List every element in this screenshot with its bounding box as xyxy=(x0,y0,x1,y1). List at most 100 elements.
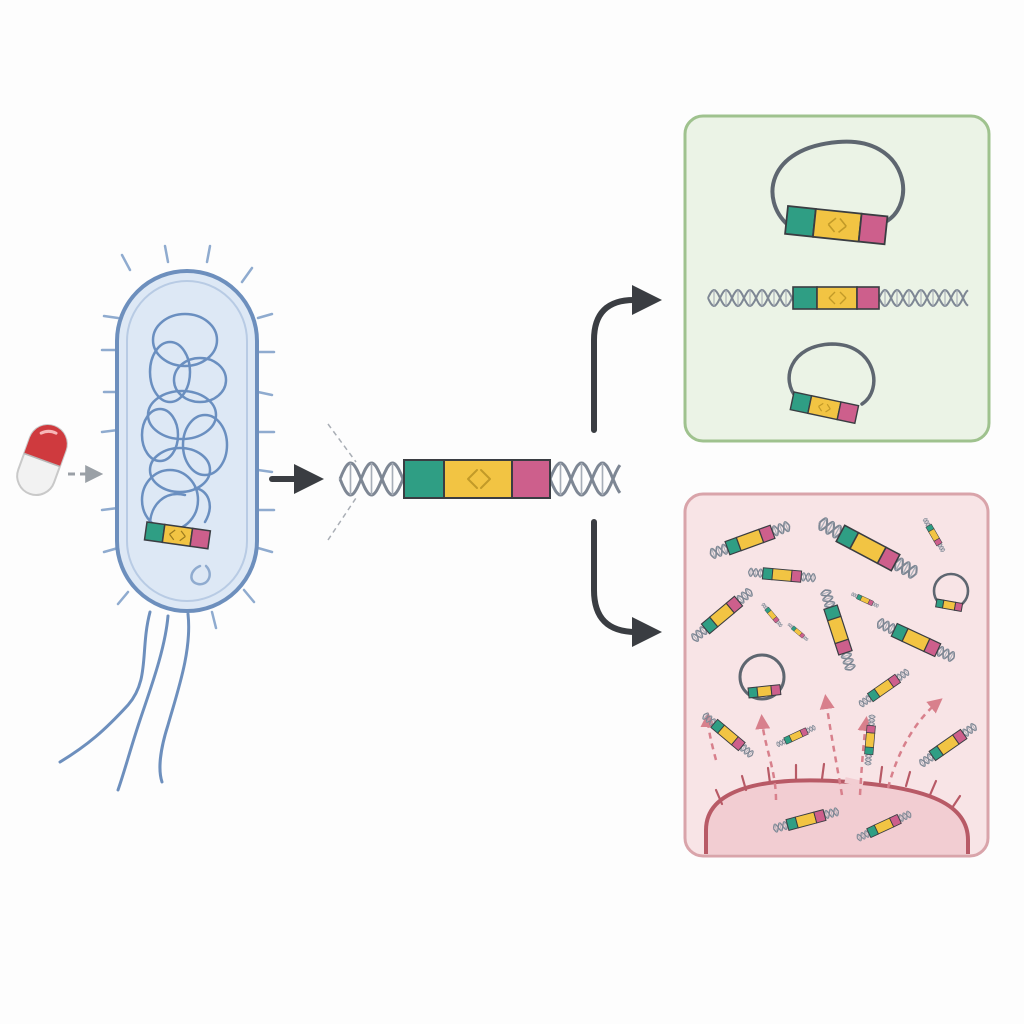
dna-rung xyxy=(876,604,879,608)
dna-helix-left xyxy=(338,461,406,497)
rod-bacterium-icon xyxy=(58,244,276,792)
dna-rung xyxy=(865,830,869,838)
pilus xyxy=(256,390,274,397)
dna-rung xyxy=(777,741,780,747)
dna-rung xyxy=(853,593,856,597)
dna-rung xyxy=(807,573,810,582)
dna-rung xyxy=(909,565,917,578)
fragment-pink xyxy=(730,736,746,752)
host-pilus xyxy=(740,774,748,792)
dna-rung xyxy=(809,726,813,732)
segment-yellow-chevrons xyxy=(467,469,491,489)
fragment-pink xyxy=(799,727,809,738)
dna-rung xyxy=(696,630,703,638)
dna-rung xyxy=(851,592,854,596)
dna-rung xyxy=(855,594,858,598)
cassette-fragment xyxy=(787,623,809,641)
dna-rung xyxy=(716,546,722,557)
dna-rung xyxy=(691,633,699,642)
free-plasmid-right xyxy=(932,572,970,612)
dna-strand xyxy=(548,461,622,497)
dna-rung xyxy=(937,646,944,657)
dna-rung xyxy=(700,626,707,635)
dna-rung xyxy=(779,624,783,627)
cassette-fragment xyxy=(702,712,754,758)
pilus xyxy=(242,588,256,604)
pili xyxy=(100,244,276,630)
dna-strand xyxy=(878,288,969,308)
cassette-fragment xyxy=(776,725,816,747)
fragment-pink xyxy=(758,524,776,544)
dna-rung xyxy=(834,807,838,816)
dna-rung xyxy=(778,523,784,534)
dna-rung xyxy=(833,525,841,538)
dna-strand xyxy=(867,714,876,727)
host-pilus xyxy=(766,766,772,785)
dna-rung xyxy=(859,700,864,707)
panel-top-plasmids xyxy=(683,114,991,443)
dna-rung xyxy=(897,674,902,681)
dna-helix-top-right xyxy=(878,288,969,308)
dna-rung xyxy=(940,548,945,552)
dna-rung xyxy=(826,521,834,534)
fragment-pink xyxy=(772,616,780,624)
cassette-fragment xyxy=(851,592,879,608)
dna-rung xyxy=(906,811,911,818)
host-pilus xyxy=(714,788,724,806)
host-pilus xyxy=(950,794,962,810)
segment-yellow xyxy=(443,459,513,499)
dna-rung xyxy=(737,595,744,604)
dna-rung xyxy=(783,821,787,830)
cell-small-plasmid xyxy=(190,564,211,586)
free-plasmid-left xyxy=(738,653,786,701)
pilus xyxy=(256,468,274,474)
segment-teal xyxy=(403,459,445,499)
small-plasmid xyxy=(787,342,876,425)
dna-rung xyxy=(963,729,969,737)
dna-rung xyxy=(923,756,929,764)
dna-strand xyxy=(896,668,909,679)
dna-rung xyxy=(927,753,933,761)
host-pilus xyxy=(878,765,884,784)
dna-rung xyxy=(948,651,954,662)
dna-rung xyxy=(790,625,793,629)
cassette-fragment xyxy=(919,723,977,767)
cassette-fragment xyxy=(820,589,856,671)
dna-strand xyxy=(859,697,872,708)
dna-rung xyxy=(939,546,944,550)
dna-rung xyxy=(787,623,791,626)
cassette-fragment xyxy=(858,668,910,708)
fragment-yellow xyxy=(771,568,793,582)
cassette-fragment xyxy=(747,567,817,583)
dna-helix-top-left xyxy=(707,288,794,308)
fragment-yellow xyxy=(864,732,876,748)
chromosome xyxy=(140,312,229,532)
dna-rung xyxy=(750,568,752,577)
dna-rung xyxy=(923,518,928,522)
host-pilus xyxy=(904,770,912,788)
dna-rung xyxy=(740,744,747,752)
bacterium-inner-membrane xyxy=(126,280,248,602)
dna-strand xyxy=(878,288,969,308)
cassette-fragment xyxy=(856,810,912,842)
dna-rung xyxy=(843,659,854,664)
circular-plasmid-icon xyxy=(770,139,906,246)
dna-rung xyxy=(803,635,806,639)
capsule-icon xyxy=(16,424,68,496)
dna-rung xyxy=(789,624,792,627)
dna-rung xyxy=(822,596,833,601)
dna-rung xyxy=(903,812,907,820)
dna-rung xyxy=(902,562,910,575)
pilus xyxy=(116,590,130,606)
cassette-fragment xyxy=(864,714,876,766)
release-arrows xyxy=(700,694,943,801)
dna-rung xyxy=(763,604,767,608)
integrated-linear-dna xyxy=(707,286,969,310)
dna-rung xyxy=(904,669,909,676)
dna-rung xyxy=(919,759,926,767)
dna-rung xyxy=(878,618,884,629)
dna-rung xyxy=(779,740,783,746)
fragment-teal xyxy=(864,746,874,756)
segment-pink xyxy=(511,459,551,499)
cell-gene-cassette xyxy=(143,521,212,550)
